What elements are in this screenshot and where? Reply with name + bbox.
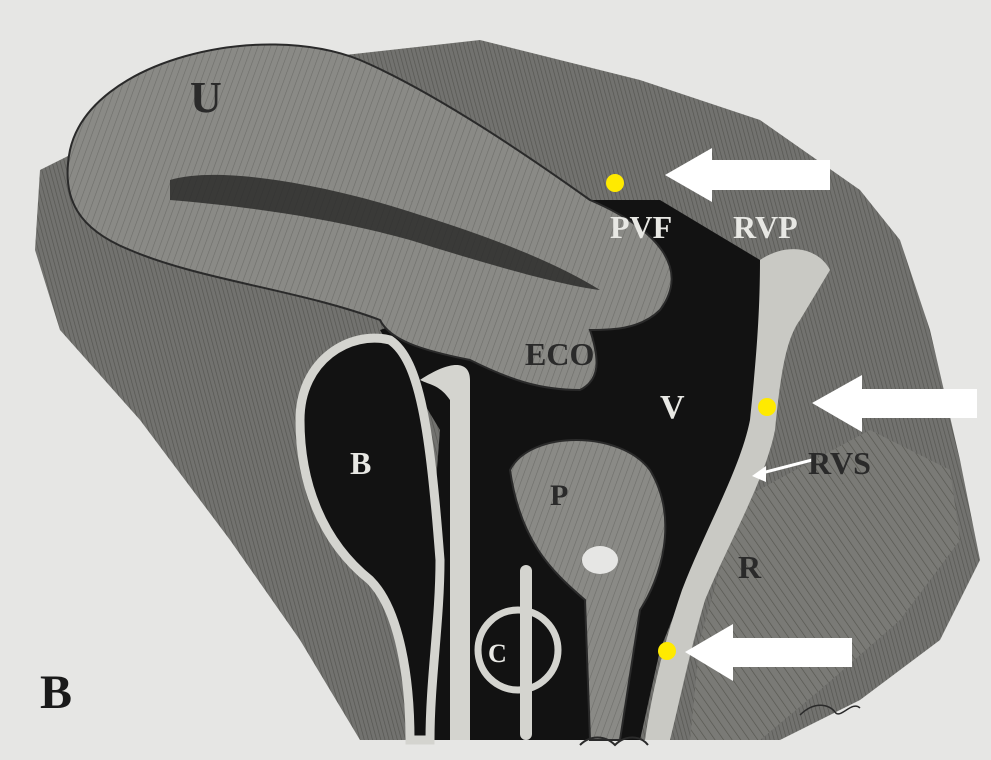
label-perineal-body: P — [550, 479, 568, 512]
label-uterus: U — [190, 73, 222, 122]
label-rectovaginal-pouch: RVP — [733, 209, 798, 245]
label-rectovaginal-septum: RVS — [808, 445, 871, 481]
yellow-dot-icon — [758, 398, 776, 416]
perineal-opening — [582, 546, 618, 574]
label-rectum: R — [738, 549, 762, 585]
yellow-dot-icon — [658, 642, 676, 660]
label-vagina: V — [660, 389, 685, 426]
label-posterior-vaginal-fornix: PVF — [610, 209, 672, 245]
yellow-dot-icon — [606, 174, 624, 192]
label-clitoris: C — [488, 639, 507, 668]
label-ectocervix: ECO — [525, 336, 594, 372]
panel-letter: B — [40, 666, 72, 719]
label-bladder: B — [350, 445, 371, 481]
